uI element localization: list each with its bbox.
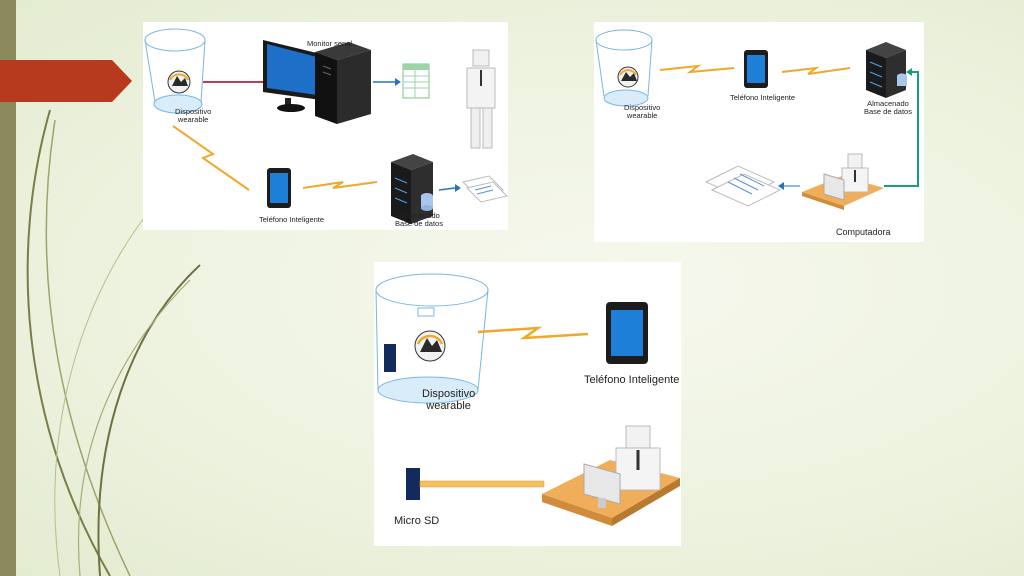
phone-label: Teléfono Inteligente (259, 215, 325, 224)
wireless-signal-icon (659, 64, 735, 74)
microsd-icon (406, 468, 420, 500)
red-arrow-tab (0, 60, 132, 102)
reports-icon (704, 165, 782, 207)
wearable-device-icon (144, 28, 206, 114)
storage-label: Almacenado Base de datos (864, 99, 912, 117)
panel-top-left: Monitor senal Dispositivo wearable Teléf… (143, 22, 508, 230)
spreadsheet-icon (402, 63, 430, 99)
microsd-label: Micro SD (394, 515, 440, 527)
device-label: Dispositivo wearable (422, 388, 476, 413)
computer-label: Computadora (836, 227, 891, 237)
monitor-icon (263, 40, 321, 112)
wireless-signal-icon (477, 326, 589, 340)
database-server-icon (391, 154, 433, 224)
panel-top-right: Dispositivo wearable Teléfono Inteligent… (594, 22, 924, 242)
pc-tower-icon (315, 42, 371, 124)
storage-label: Almacenado Base de datos (395, 211, 443, 229)
decorative-curves (26, 109, 201, 576)
wireless-signal-icon (302, 181, 378, 189)
panel-top-left-graphic (144, 28, 508, 224)
wireless-signal-icon (781, 66, 851, 75)
panel-bottom-graphic (375, 273, 680, 526)
reports-icon (462, 175, 508, 203)
monitor-label: Monitor senal (307, 39, 353, 48)
device-label: Dispositivo wearable (175, 107, 212, 125)
computer-workstation-icon (802, 153, 884, 210)
device-label: Dispositivo wearable (624, 103, 661, 121)
smartphone-icon (744, 50, 768, 88)
person-icon (466, 49, 496, 149)
wireless-signal-icon (172, 125, 250, 191)
database-server-icon (866, 42, 907, 98)
wearable-device-icon (595, 29, 653, 107)
computer-workstation-icon (542, 425, 680, 526)
phone-label: Teléfono Inteligente (730, 93, 796, 102)
smartphone-icon (606, 302, 648, 364)
wearable-device-icon (375, 273, 489, 404)
panel-top-right-graphic (595, 29, 919, 210)
phone-label: Teléfono Inteligente (584, 374, 680, 386)
left-accent-bar (0, 0, 16, 576)
smartphone-icon (267, 168, 291, 208)
panel-bottom: Dispositivo wearable Teléfono Inteligent… (374, 262, 681, 546)
transfer-link (419, 480, 545, 488)
